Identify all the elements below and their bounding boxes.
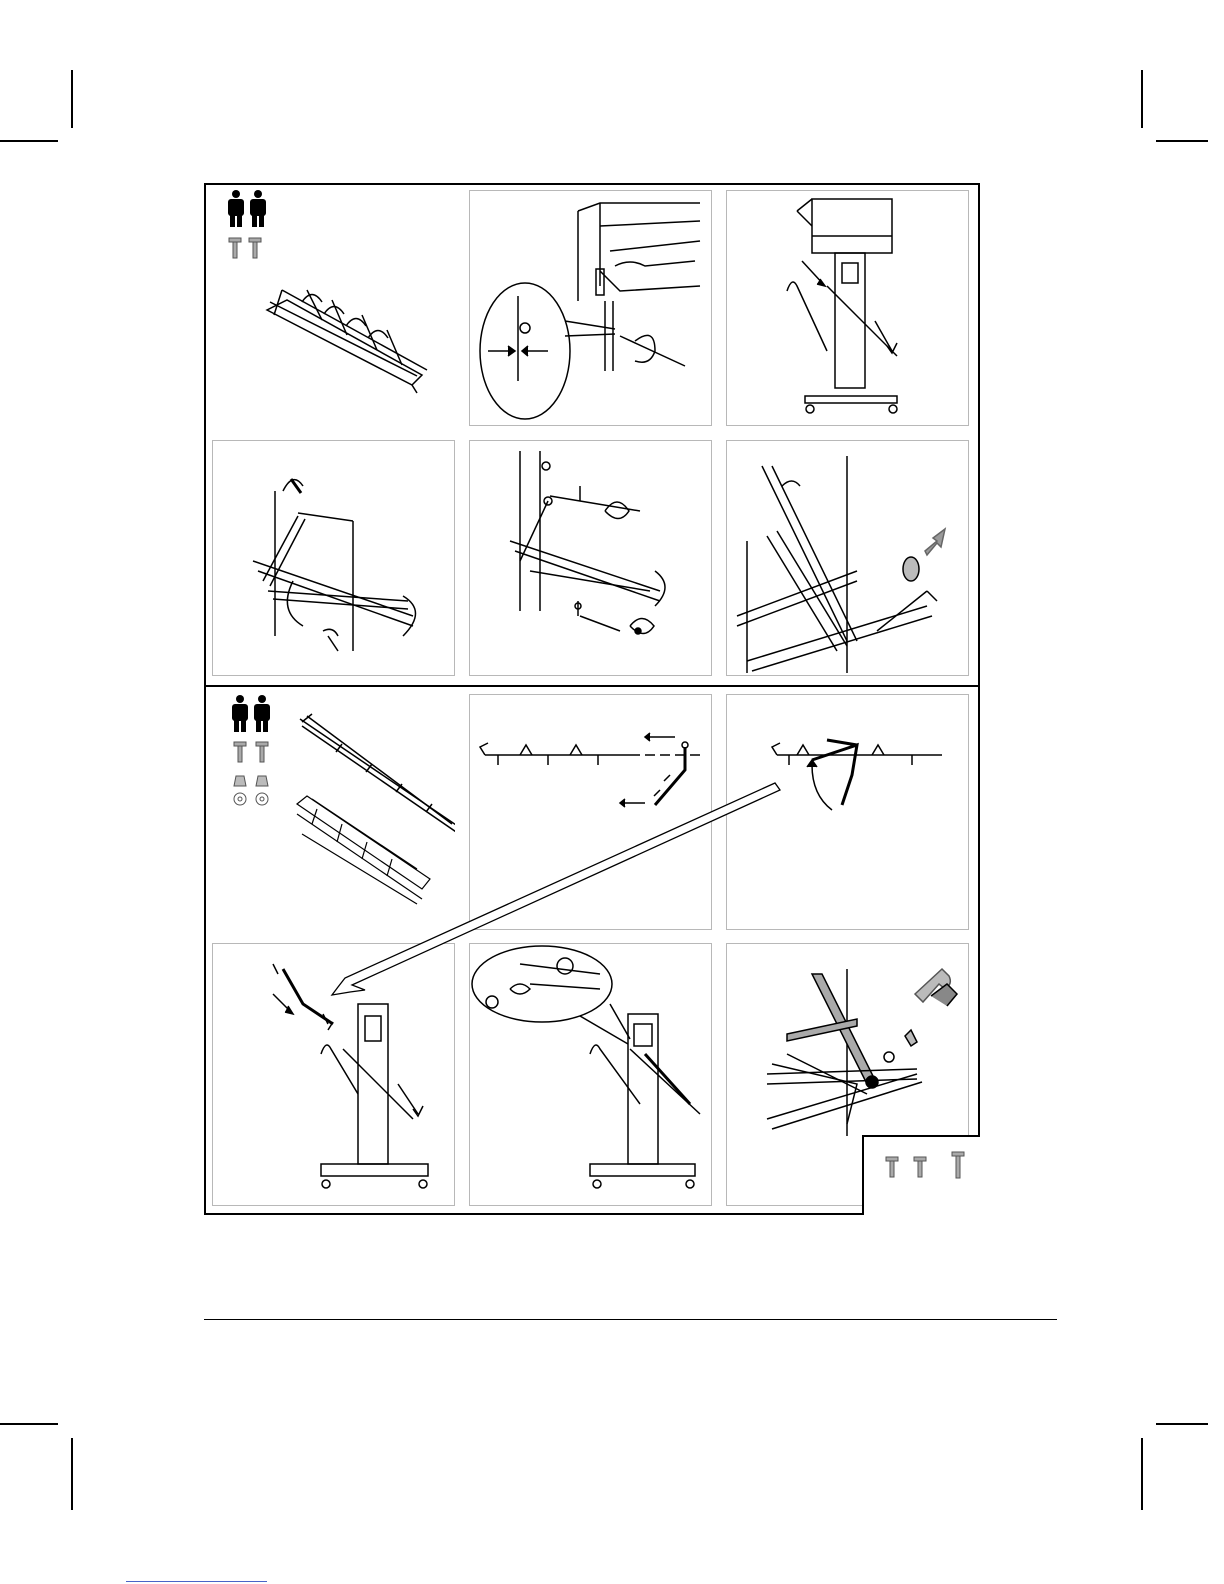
screw-icon bbox=[234, 742, 268, 762]
basket-part bbox=[267, 290, 427, 393]
step-panel-2-2 bbox=[469, 694, 712, 930]
step-illustration bbox=[727, 441, 970, 677]
step-panel-1-5 bbox=[469, 440, 712, 676]
link-underline bbox=[126, 1581, 267, 1582]
crop-mark-top-right-h bbox=[1156, 140, 1208, 142]
step-illustration bbox=[212, 190, 455, 426]
step-illustration bbox=[470, 441, 713, 677]
step-illustration bbox=[213, 441, 456, 677]
step-panel-1-4 bbox=[212, 440, 455, 676]
screw-icon bbox=[229, 238, 261, 258]
step-illustration bbox=[470, 695, 713, 931]
long-screw-icon bbox=[952, 1152, 964, 1178]
step-panel-1-1 bbox=[212, 190, 455, 426]
step-illustration bbox=[213, 944, 456, 1207]
step-illustration bbox=[727, 695, 970, 931]
washer-icon bbox=[234, 793, 268, 805]
step-illustration bbox=[470, 944, 713, 1207]
leftover-parts-box bbox=[862, 1135, 980, 1215]
step-panel-1-3 bbox=[726, 190, 969, 426]
step-illustration bbox=[212, 694, 455, 930]
crop-mark-bottom-right-h bbox=[1156, 1423, 1208, 1425]
screw-icon bbox=[914, 1157, 926, 1177]
crop-mark-top-left-v bbox=[71, 70, 73, 128]
basket-rail-part bbox=[300, 714, 455, 836]
crop-mark-top-left-h bbox=[0, 140, 58, 142]
step-panel-2-3 bbox=[726, 694, 969, 930]
cap-nut-icon bbox=[234, 776, 268, 786]
two-persons-icon bbox=[232, 695, 270, 732]
screw-icon bbox=[886, 1157, 898, 1177]
crop-mark-bottom-left-h bbox=[0, 1423, 58, 1425]
footer-rule bbox=[204, 1319, 1057, 1320]
crop-mark-top-right-v bbox=[1141, 70, 1143, 128]
step-illustration bbox=[470, 191, 713, 427]
crop-mark-bottom-right-v bbox=[1141, 1438, 1143, 1510]
step-panel-1-6 bbox=[726, 440, 969, 676]
step-panel-2-1 bbox=[212, 694, 455, 930]
crop-mark-bottom-left-v bbox=[71, 1438, 73, 1510]
step-illustration bbox=[727, 191, 970, 427]
step-panel-2-5 bbox=[469, 943, 712, 1206]
two-persons-icon bbox=[228, 190, 266, 227]
step-panel-1-2 bbox=[469, 190, 712, 426]
basket-part bbox=[297, 796, 430, 904]
step-panel-2-4 bbox=[212, 943, 455, 1206]
leftover-parts-illustration bbox=[864, 1137, 980, 1215]
section-divider bbox=[204, 685, 980, 687]
